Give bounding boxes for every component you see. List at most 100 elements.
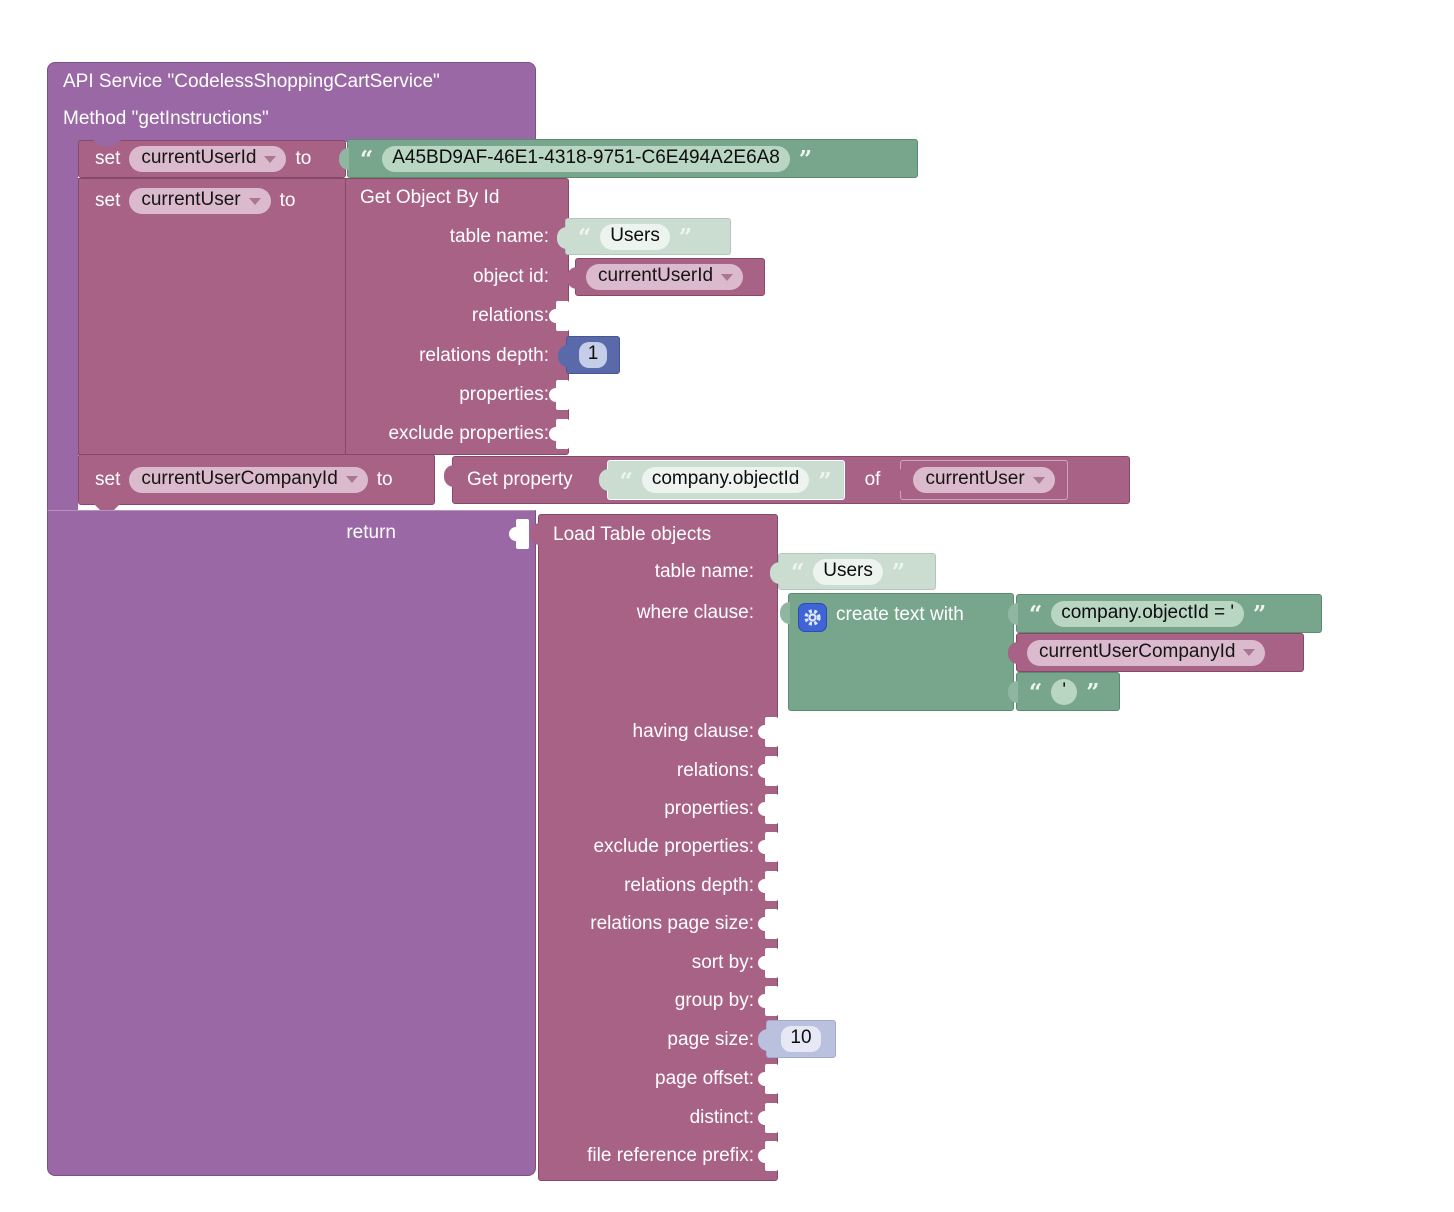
get-object-by-id-title: Get Object By Id xyxy=(360,187,500,208)
number-field-10[interactable]: 10 xyxy=(781,1026,821,1052)
relations-socket xyxy=(758,756,778,786)
set-keyword: set xyxy=(95,190,121,211)
api-service-block-spine[interactable] xyxy=(47,142,78,510)
text-field-users[interactable]: Users xyxy=(600,223,670,250)
relations-depth-socket xyxy=(758,871,778,901)
chevron-down-icon xyxy=(1032,476,1045,484)
relations-socket xyxy=(549,301,569,331)
row-label-having-clause: having clause: xyxy=(632,721,754,742)
row-label-exclude-properties: exclude properties: xyxy=(388,423,549,444)
close-quote-icon: ” xyxy=(798,146,813,173)
variable-block-currentUserCompanyId[interactable]: currentUserCompanyId xyxy=(1008,633,1304,672)
variable-dropdown-currentUser[interactable]: currentUser xyxy=(129,188,271,214)
of-keyword: of xyxy=(864,469,881,490)
get-property-block[interactable]: Get property “ company.objectId ” of cur… xyxy=(444,456,1130,504)
text-field-property[interactable]: company.objectId xyxy=(641,467,810,493)
to-keyword: to xyxy=(376,468,393,490)
text-block-table-name-users[interactable]: “ Users ” xyxy=(557,218,731,255)
set-variable-block-currentUser[interactable]: set currentUser to xyxy=(78,178,346,455)
text-field-users[interactable]: Users xyxy=(813,558,883,585)
having-clause-socket xyxy=(758,717,778,747)
row-label-table-name: table name: xyxy=(449,226,549,247)
relations-page-size-socket xyxy=(758,909,778,939)
api-service-title: API Service "CodelessShoppingCartService… xyxy=(63,71,440,92)
properties-socket xyxy=(758,794,778,824)
text-field-where-part1[interactable]: company.objectId = ' xyxy=(1051,600,1245,627)
close-quote-icon: ” xyxy=(678,224,693,251)
chevron-down-icon xyxy=(248,197,261,205)
properties-socket xyxy=(549,380,569,410)
variable-block-currentUserId[interactable]: currentUserId xyxy=(567,258,765,296)
text-block-where-part3[interactable]: “ ' ” xyxy=(1008,672,1120,711)
row-label-page-offset: page offset: xyxy=(655,1068,754,1089)
row-label-page-size: page size: xyxy=(667,1029,754,1050)
text-block-uuid[interactable]: “ A45BD9AF-46E1-4318-9751-C6E494A2E6A8 ” xyxy=(339,139,918,178)
variable-dropdown-currentUserId[interactable]: currentUserId xyxy=(129,146,287,172)
row-label-file-reference-prefix: file reference prefix: xyxy=(587,1145,754,1166)
chevron-down-icon xyxy=(264,155,277,163)
text-block-table-name-users[interactable]: “ Users ” xyxy=(770,553,936,590)
to-keyword: to xyxy=(279,190,296,211)
number-block-relations-depth[interactable]: 1 xyxy=(558,336,620,374)
row-label-relations-depth: relations depth: xyxy=(419,345,549,366)
open-quote-icon: “ xyxy=(1029,679,1043,706)
row-label-relations: relations: xyxy=(676,760,754,781)
row-label-where-clause: where clause: xyxy=(636,602,754,623)
text-block-where-part1[interactable]: “ company.objectId = ' ” xyxy=(1008,594,1322,633)
get-property-title: Get property xyxy=(467,469,573,490)
sort-by-socket xyxy=(758,948,778,978)
open-quote-icon: “ xyxy=(791,559,805,586)
close-quote-icon: ” xyxy=(1253,601,1267,628)
load-table-objects-title: Load Table objects xyxy=(553,524,712,545)
get-object-by-id-block[interactable]: Get Object By Id table name: object id: … xyxy=(345,178,569,455)
row-label-table-name: table name: xyxy=(654,561,754,582)
text-field-uuid[interactable]: A45BD9AF-46E1-4318-9751-C6E494A2E6A8 xyxy=(382,145,790,172)
return-label: return xyxy=(346,522,396,543)
text-block-property-name[interactable]: “ company.objectId ” xyxy=(598,460,845,500)
chevron-down-icon xyxy=(1243,649,1256,656)
row-label-properties: properties: xyxy=(664,798,754,819)
set-keyword: set xyxy=(95,148,121,169)
close-quote-icon: ” xyxy=(1086,679,1100,706)
close-quote-icon: ” xyxy=(818,467,832,495)
chevron-down-icon xyxy=(345,476,358,483)
row-label-sort-by: sort by: xyxy=(691,952,754,973)
row-label-properties: properties: xyxy=(459,384,549,405)
statement-bump xyxy=(93,503,121,510)
number-block-page-size[interactable]: 10 xyxy=(758,1020,836,1058)
variable-dropdown-currentUser[interactable]: currentUser xyxy=(913,467,1055,493)
row-label-group-by: group by: xyxy=(674,990,754,1011)
set-variable-block-currentUserId[interactable]: set currentUserId to xyxy=(78,140,346,178)
page-offset-socket xyxy=(758,1064,778,1094)
create-text-with-title: create text with xyxy=(836,604,964,625)
gear-icon[interactable] xyxy=(798,603,827,632)
variable-block-currentUser[interactable]: currentUser xyxy=(892,460,1068,500)
variable-dropdown-currentUserCompanyId[interactable]: currentUserCompanyId xyxy=(129,466,368,493)
method-title: Method "getInstructions" xyxy=(63,108,269,129)
row-label-relations: relations: xyxy=(471,305,549,326)
number-field-1[interactable]: 1 xyxy=(578,342,608,368)
row-label-relations-depth: relations depth: xyxy=(624,875,754,896)
exclude-properties-socket xyxy=(758,832,778,862)
load-table-objects-block[interactable]: Load Table objects table name: where cla… xyxy=(530,514,778,1181)
open-quote-icon: “ xyxy=(360,146,374,173)
api-service-block-body[interactable]: return xyxy=(47,510,536,1176)
statement-notch xyxy=(93,140,121,146)
distinct-socket xyxy=(758,1103,778,1133)
close-quote-icon: ” xyxy=(891,559,906,586)
open-quote-icon: “ xyxy=(1029,601,1043,628)
open-quote-icon: “ xyxy=(619,467,633,495)
api-service-block-header[interactable]: API Service "CodelessShoppingCartService… xyxy=(47,62,536,142)
return-socket xyxy=(509,519,529,549)
variable-dropdown-currentUserCompanyId[interactable]: currentUserCompanyId xyxy=(1027,639,1266,666)
row-label-relations-page-size: relations page size: xyxy=(590,913,754,934)
to-keyword: to xyxy=(295,148,312,169)
create-text-with-block[interactable]: create text with xyxy=(780,593,1014,711)
text-field-where-part3[interactable]: ' xyxy=(1051,678,1078,705)
row-label-object-id: object id: xyxy=(472,266,549,287)
row-label-distinct: distinct: xyxy=(689,1107,754,1128)
file-reference-prefix-socket xyxy=(758,1141,778,1171)
set-variable-block-currentUserCompanyId[interactable]: set currentUserCompanyId to xyxy=(78,454,435,510)
variable-dropdown-currentUserId[interactable]: currentUserId xyxy=(586,264,744,290)
exclude-properties-socket xyxy=(549,419,569,449)
